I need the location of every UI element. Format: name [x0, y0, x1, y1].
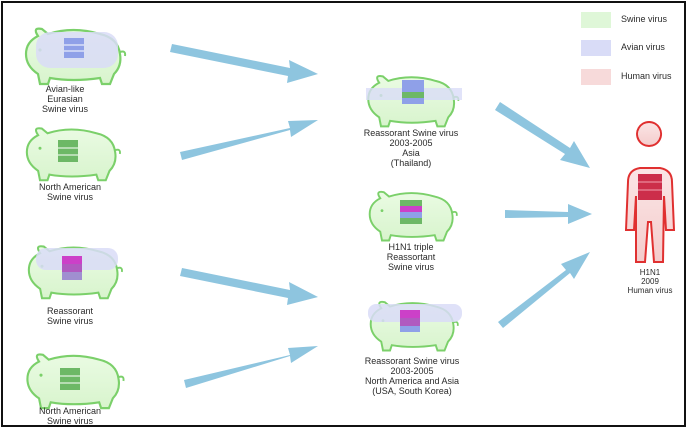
intermediate-pig-3 [368, 300, 462, 352]
source-label-2: North American Swine virus [38, 182, 102, 202]
legend-swatch-human [581, 69, 611, 85]
arrow-4 [184, 346, 318, 388]
legend-swatch-avian [581, 40, 611, 56]
legend-label-human: Human virus [621, 71, 672, 81]
arrow-7 [498, 252, 590, 328]
source-label-4: North American Swine virus [38, 406, 102, 426]
source-pig-4 [26, 353, 125, 410]
result-label: H1N1 2009 Human virus [627, 268, 673, 295]
arrow-1 [170, 44, 318, 83]
intermediate-pig-2 [368, 190, 459, 242]
arrow-2 [180, 120, 318, 160]
arrow-3 [180, 268, 318, 305]
legend-label-avian: Avian virus [621, 42, 665, 52]
arrows [170, 44, 592, 388]
arrow-6 [505, 204, 592, 224]
source-label-3: Reassorant Swine virus [46, 306, 94, 326]
intermediate-label-2: H1N1 triple Reassortant Swine virus [386, 242, 436, 272]
source-pig-1 [24, 27, 127, 86]
source-pig-2 [25, 127, 122, 182]
intermediate-label-1: Reassorant Swine virus 2003-2005 Asia (T… [363, 128, 459, 168]
source-pig-3 [27, 245, 124, 300]
legend-label-swine: Swine virus [621, 14, 668, 24]
intermediate-pig-1 [366, 74, 462, 128]
human-figure [624, 121, 676, 263]
intermediate-label-3: Reassorant Swine virus 2003-2005 North A… [364, 356, 460, 396]
arrow-5 [495, 102, 590, 168]
source-label-1: Avian-like Eurasian Swine virus [41, 84, 88, 114]
legend-swatch-swine [581, 12, 611, 28]
